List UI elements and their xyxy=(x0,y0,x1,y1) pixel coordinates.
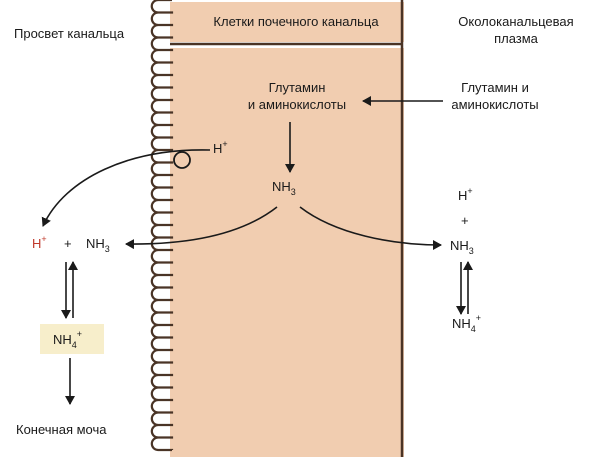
cells-label: Клетки почечного канальца xyxy=(213,14,379,29)
arrow-nh3-to-lumen xyxy=(125,206,278,250)
final-urine-label: Конечная моча xyxy=(16,422,107,437)
plus-plasma: + xyxy=(461,213,469,228)
plasma-label-line2: плазма xyxy=(494,31,539,46)
cell-body xyxy=(170,48,404,457)
arrow-h-secretion xyxy=(41,149,211,227)
nh3-plasma: NH3 xyxy=(450,238,474,256)
glutamine-plasma-line1: Глутамин и xyxy=(461,80,529,95)
brush-border-microvilli xyxy=(150,0,174,452)
nh4-lumen-box xyxy=(40,324,104,354)
lumen-label: Просвет канальца xyxy=(14,26,125,41)
nh3-lumen: NH3 xyxy=(86,236,110,254)
equilibrium-arrows-plasma xyxy=(456,261,473,315)
arrow-nh3-to-plasma xyxy=(299,206,442,250)
h-ion-transporter xyxy=(173,151,191,169)
nh4-plasma: NH4+ xyxy=(452,313,481,334)
h-ion-plasma: H+ xyxy=(458,186,473,203)
h-ion-cell: H+ xyxy=(213,139,228,156)
glutamine-cell-line1: Глутамин xyxy=(269,80,326,95)
equilibrium-arrows-lumen xyxy=(61,261,78,319)
plasma-label-line1: Околоканальцевая xyxy=(458,14,573,29)
cell-header-band xyxy=(170,2,404,42)
nh3-cell: NH3 xyxy=(272,179,296,197)
glutamine-cell-line2: и аминокислоты xyxy=(248,97,346,112)
h-ion-lumen: H+ xyxy=(32,234,47,251)
glutamine-plasma-line2: аминокислоты xyxy=(451,97,538,112)
tubule-cell xyxy=(150,0,404,457)
plus-lumen: + xyxy=(64,236,72,251)
nh4-lumen: NH4+ xyxy=(53,329,82,350)
